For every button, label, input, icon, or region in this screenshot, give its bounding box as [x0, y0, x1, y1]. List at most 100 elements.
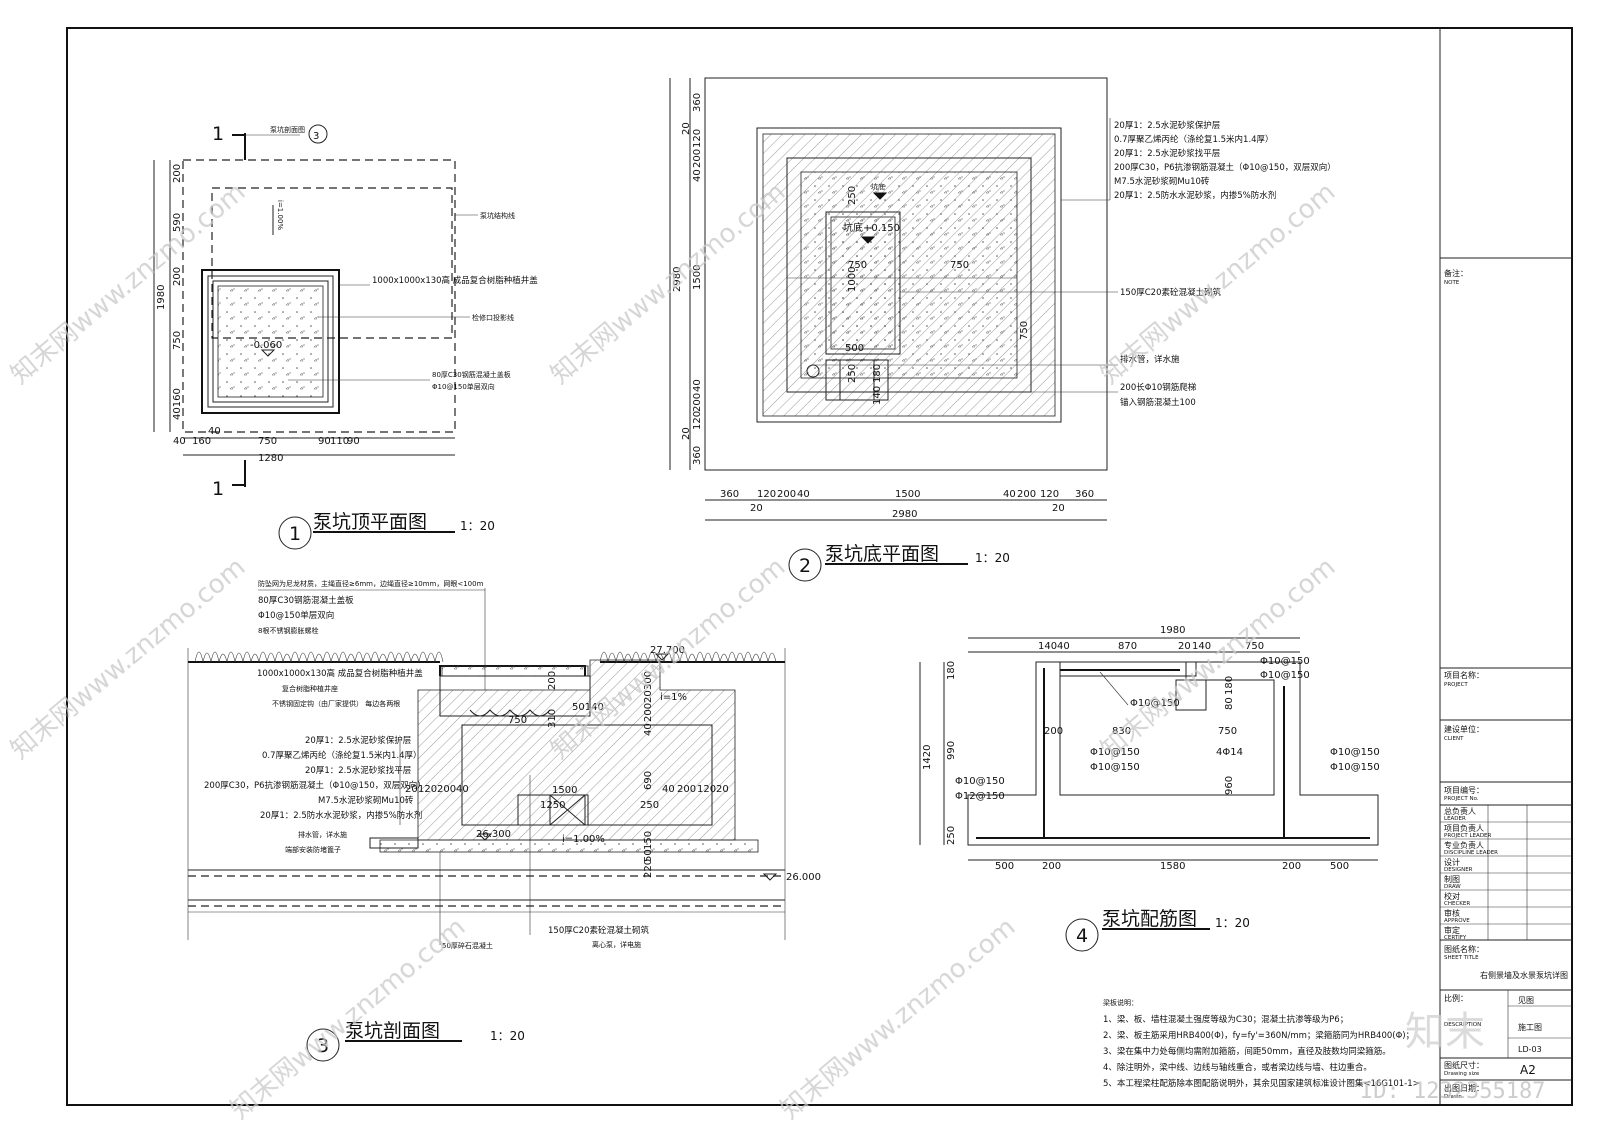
section-left-note-1: 1000x1000x130高 成品复合树脂种植井盖 [257, 668, 423, 679]
section-bottom-note-1: 50厚碎石混凝土 [442, 941, 493, 950]
tb-size-label: 图纸尺寸： [1444, 1060, 1484, 1070]
section-ref-num: 3 [313, 131, 319, 142]
tb-size-en: Drawing size [1444, 1071, 1480, 1077]
plan1-dim-l4: 750 [172, 331, 183, 350]
plan-bottom-view: 坑底 坑底+0.150 250 1000 750 750 750 500 250… [669, 77, 1336, 582]
plan2-dim-b2: 120 [757, 489, 776, 500]
section-dim-5: 300 [643, 671, 654, 690]
plan2-dim-l9: 120 [692, 411, 703, 430]
plan1-note-4: 80厚C30钢筋混凝土盖板 [432, 370, 511, 379]
tb-row-5-en: DRAW [1444, 884, 1461, 890]
rebar-dim-top-6: 750 [1245, 641, 1264, 652]
rebar-dim-top-5: 140 [1192, 641, 1211, 652]
tb-sheet-title: 右侧景墙及水景泵坑详图 [1480, 970, 1568, 980]
watermark-2: 知末网www.znzmo.com [545, 177, 791, 390]
section-elev-1: 27.700 [650, 645, 685, 656]
cover-elevation: -0.060 [250, 340, 282, 351]
rebar-dim-b3: 1580 [1160, 861, 1185, 872]
title-block: 备注： NOTE 项目名称： PROJECT 建设单位： CLIENT 项目编号… [1440, 268, 1572, 1100]
tb-row-4: 设计 [1444, 857, 1460, 867]
plan1-dim-b4: 750 [258, 436, 277, 447]
drawing1-scale: 1：20 [460, 519, 495, 533]
plan2-dim-inner-1000: 1000 [847, 267, 858, 292]
rebar-dim-top-4: 20 [1178, 641, 1191, 652]
section-dim-1: 750 [508, 715, 527, 726]
section-left-note-7: 200厚C30，P6抗渗钢筋混凝土（Φ10@150，双层双向） [204, 780, 426, 791]
design-notes-title: 梁板说明： [1103, 998, 1138, 1007]
sheet-border [66, 27, 1573, 1106]
plan2-note-1: 20厚1：2.5水泥砂浆保护层 [1114, 120, 1220, 131]
section-dim-4: 310 [547, 709, 558, 728]
section-ref-label: 泵坑剖面图 [270, 125, 305, 134]
watermark-4: 知末网www.znzmo.com [5, 552, 251, 765]
section-dim-17: 120 [418, 784, 437, 795]
rebar-dim-left-1: 180 [946, 661, 957, 680]
rebar-dim-left-total: 1420 [922, 745, 933, 770]
tb-row-7-en: APPROVE [1444, 918, 1470, 924]
plan2-dim-b7: 200 [1017, 489, 1036, 500]
section-dim-7: 200 [643, 703, 654, 722]
section-left-note-8: M7.5水泥砂浆砌Mu10砖 [318, 795, 414, 806]
tb-row-3-en: DISCIPLINE LEADER [1444, 850, 1498, 856]
tb-row-2-en: PROJECT LEADER [1444, 833, 1492, 839]
rebar-dim-mid-6: 80 [1224, 697, 1235, 710]
section-dim-18: 200 [437, 784, 456, 795]
plan1-dim-left-total: 1980 [156, 285, 167, 310]
drawing4-number: 4 [1076, 925, 1088, 947]
pump-pit-structure-line [182, 159, 456, 433]
rebar-view: 1980 140 40 870 20 140 750 180 990 250 1… [919, 625, 1380, 952]
plan2-dim-b10: 20 [750, 503, 763, 514]
drawing1-number: 1 [289, 523, 301, 545]
plan2-note-3: 20厚1：2.5水泥砂浆找平层 [1114, 148, 1220, 159]
section-left-note-10: 排水管，详水施 [298, 830, 347, 839]
watermark-8: 知末网www.znzmo.com [775, 912, 1021, 1125]
rebar-dim-top-3: 870 [1118, 641, 1137, 652]
plan2-note-9: 200长Φ10钢筋爬梯 [1120, 382, 1197, 393]
design-note-1: 1、梁、板、墙柱混凝土强度等级为C30；混凝土抗渗等级为P6； [1103, 1014, 1348, 1025]
section-dim-19: 40 [456, 784, 469, 795]
rebar-dim-top-2: 40 [1057, 641, 1070, 652]
tb-row-1-en: LEADER [1444, 816, 1466, 822]
plan2-note-7: 150厚C20素砼混凝土砌筑 [1120, 287, 1221, 298]
rebar-bar-4: Φ10@150 [1260, 656, 1310, 667]
tb-project-no-label: 项目编号： [1444, 785, 1484, 795]
plan2-dim-l10: 20 [681, 427, 692, 440]
plan1-dim-bottom-total: 1280 [258, 453, 283, 464]
section-slope-1: i=1% [660, 692, 687, 703]
tb-row-6: 校对 [1444, 891, 1460, 901]
plan2-dim-b11: 20 [1052, 503, 1065, 514]
plan2-dim-l1: 360 [692, 93, 703, 112]
plan2-dim-l6: 1500 [692, 265, 703, 290]
tb-row-8: 审定 [1444, 925, 1460, 935]
pit-label: 坑底 [871, 182, 885, 191]
tb-note-label: 备注： [1444, 268, 1468, 278]
plan2-dim-bottom-total: 2980 [892, 509, 917, 520]
plan2-dim-inner-500: 500 [845, 343, 864, 354]
plan2-dim-b3: 200 [777, 489, 796, 500]
design-note-5: 5、本工程梁柱配筋除本图配筋说明外，其余见国家建筑标准设计图集<16G101-1… [1103, 1078, 1420, 1089]
plan2-dim-l8: 200 [692, 393, 703, 412]
drawing3-title: 泵坑剖面图 [345, 1020, 440, 1042]
plan2-dim-inner-140: 140 [872, 386, 883, 405]
tb-desc-value: 施工图 [1518, 1022, 1542, 1032]
section-dim-21: 200 [677, 784, 696, 795]
plan1-dim-b2: 160 [192, 436, 211, 447]
tb-row-4-en: DESIGNER [1444, 867, 1473, 873]
rebar-dim-b1: 500 [995, 861, 1014, 872]
section-slope-2: i=1.00% [562, 834, 605, 845]
plan2-dim-l7: 40 [692, 379, 703, 392]
drawing3-number: 3 [317, 1035, 329, 1057]
rebar-dim-mid-2: 830 [1112, 726, 1131, 737]
section-left-note-2: 复合树脂种植井座 [282, 684, 338, 693]
tb-sheet-title-label: 图纸名称： [1444, 944, 1484, 954]
design-note-3: 3、梁在集中力处每侧均需附加箍筋，间距50mm，直径及肢数均同梁箍筋。 [1103, 1046, 1391, 1057]
watermark-7: 知末网www.znzmo.com [225, 912, 471, 1125]
rebar-dim-left-3: 250 [946, 826, 957, 845]
design-note-2: 2、梁、板主筋采用HRB400(Φ)，fy=fy'=360N/mm；梁箍筋同为H… [1103, 1030, 1414, 1041]
tb-note-en: NOTE [1444, 280, 1460, 286]
rebar-bar-3: Φ10@150 [1090, 762, 1140, 773]
section-dim-2: 200 [547, 671, 558, 690]
rebar-dim-mid-1: 200 [1044, 726, 1063, 737]
section-left-note-3: 不锈钢固定钩（由厂家提供） 每边各两根 [272, 699, 400, 708]
